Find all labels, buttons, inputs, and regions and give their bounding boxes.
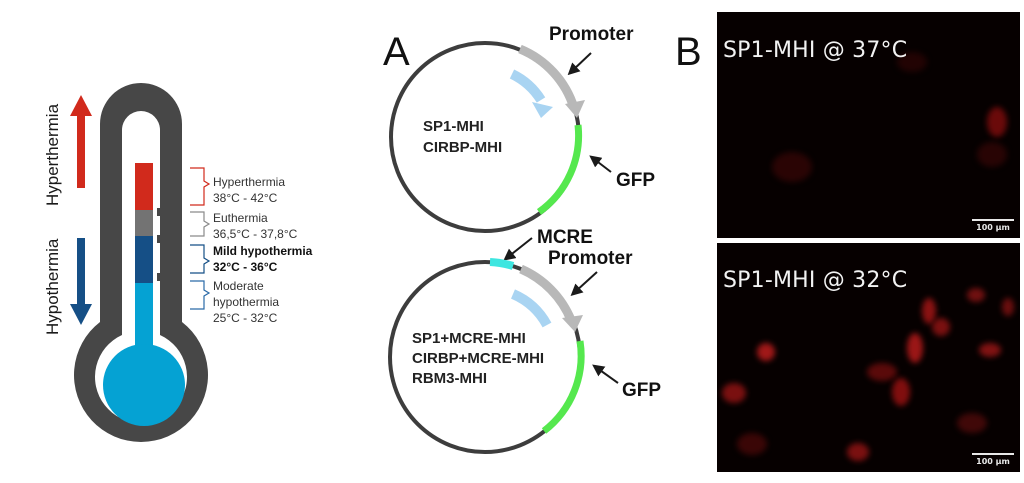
plasmid-panel: A SP1-MHI CIRBP-MHI Promoter GFP MCRE SP… — [383, 24, 702, 454]
hyperthermia-segment — [135, 163, 153, 210]
promoter-label-bottom: Promoter — [548, 248, 633, 269]
hyperthermia-axis-label: Hyperthermia — [43, 103, 62, 206]
construct-cirbp-mcre-mhi: CIRBP+MCRE-MHI — [412, 350, 544, 367]
mild-hypothermia-segment — [135, 236, 153, 283]
microscopy-image-37c: SP1-MHI @ 37°C 100 µm — [717, 12, 1020, 238]
hyperthermia-name: Hyperthermia — [213, 175, 285, 189]
microscopy-image-32c: SP1-MHI @ 32°C 100 µm — [717, 243, 1020, 472]
promoter-pointer-top — [567, 52, 592, 76]
construct-sp1-mhi: SP1-MHI — [423, 118, 484, 135]
hypothermia-axis-label: Hypothermia — [43, 238, 62, 335]
gfp-label-top: GFP — [616, 170, 655, 191]
mcre-pointer — [503, 237, 533, 261]
promoter-segment-bottom — [519, 264, 576, 322]
moderate-hypothermia-range: 25°C - 32°C — [213, 311, 278, 325]
euthermia-segment — [135, 210, 153, 236]
construct-sp1-mcre-mhi: SP1+MCRE-MHI — [412, 330, 526, 347]
transcription-arrow-top — [509, 69, 546, 103]
moderate-hypothermia-bracket — [190, 280, 211, 310]
gfp-pointer-top — [589, 155, 612, 173]
moderate-hypothermia-name-2: hypothermia — [213, 295, 279, 309]
moderate-hypothermia-segment — [135, 283, 153, 353]
moderate-hypothermia-name-1: Moderate — [213, 279, 264, 293]
hyperthermia-arrow-icon — [70, 95, 92, 188]
euthermia-range: 36,5°C - 37,8°C — [213, 227, 298, 241]
mild-hypothermia-range: 32°C - 36°C — [213, 260, 278, 274]
scale-bar-32c: 100 µm — [972, 453, 1014, 466]
gfp-segment-top — [536, 124, 583, 215]
thermometer-bulb — [103, 344, 185, 426]
panel-a-label: A — [383, 30, 410, 74]
mcre-segment — [489, 258, 515, 270]
panel-b-label: B — [675, 30, 702, 74]
plasmid-bottom: SP1+MCRE-MHI CIRBP+MCRE-MHI RBM3-MHI — [388, 258, 585, 454]
microscopy-title-37c: SP1-MHI @ 37°C — [723, 38, 908, 63]
euthermia-bracket — [190, 211, 211, 237]
gfp-segment-bottom — [541, 340, 585, 434]
hyperthermia-range: 38°C - 42°C — [213, 191, 278, 205]
plasmid-top: SP1-MHI CIRBP-MHI — [389, 41, 585, 233]
mcre-label: MCRE — [537, 227, 593, 248]
scale-bar-label-37c: 100 µm — [976, 223, 1010, 232]
euthermia-name: Euthermia — [213, 211, 268, 225]
transcription-arrow-bottom — [510, 289, 552, 328]
gfp-pointer-bottom — [592, 364, 619, 384]
gfp-label-bottom: GFP — [622, 380, 661, 401]
construct-cirbp-mhi: CIRBP-MHI — [423, 139, 502, 156]
microscopy-title-32c: SP1-MHI @ 32°C — [723, 268, 908, 293]
scale-bar-37c: 100 µm — [972, 219, 1014, 232]
mild-hypothermia-name: Mild hypothermia — [213, 244, 313, 258]
promoter-segment-top — [518, 44, 579, 110]
construct-rbm3-mhi: RBM3-MHI — [412, 370, 487, 387]
mild-hypothermia-bracket — [190, 244, 211, 274]
thermometer-diagram: Hyperthermia Hypothermia Hyperthermia 38… — [43, 83, 313, 442]
promoter-pointer-bottom — [570, 271, 598, 297]
scale-bar-label-32c: 100 µm — [976, 457, 1010, 466]
hyperthermia-bracket — [190, 167, 211, 206]
promoter-label-top: Promoter — [549, 24, 634, 45]
hypothermia-arrow-icon — [70, 238, 92, 325]
